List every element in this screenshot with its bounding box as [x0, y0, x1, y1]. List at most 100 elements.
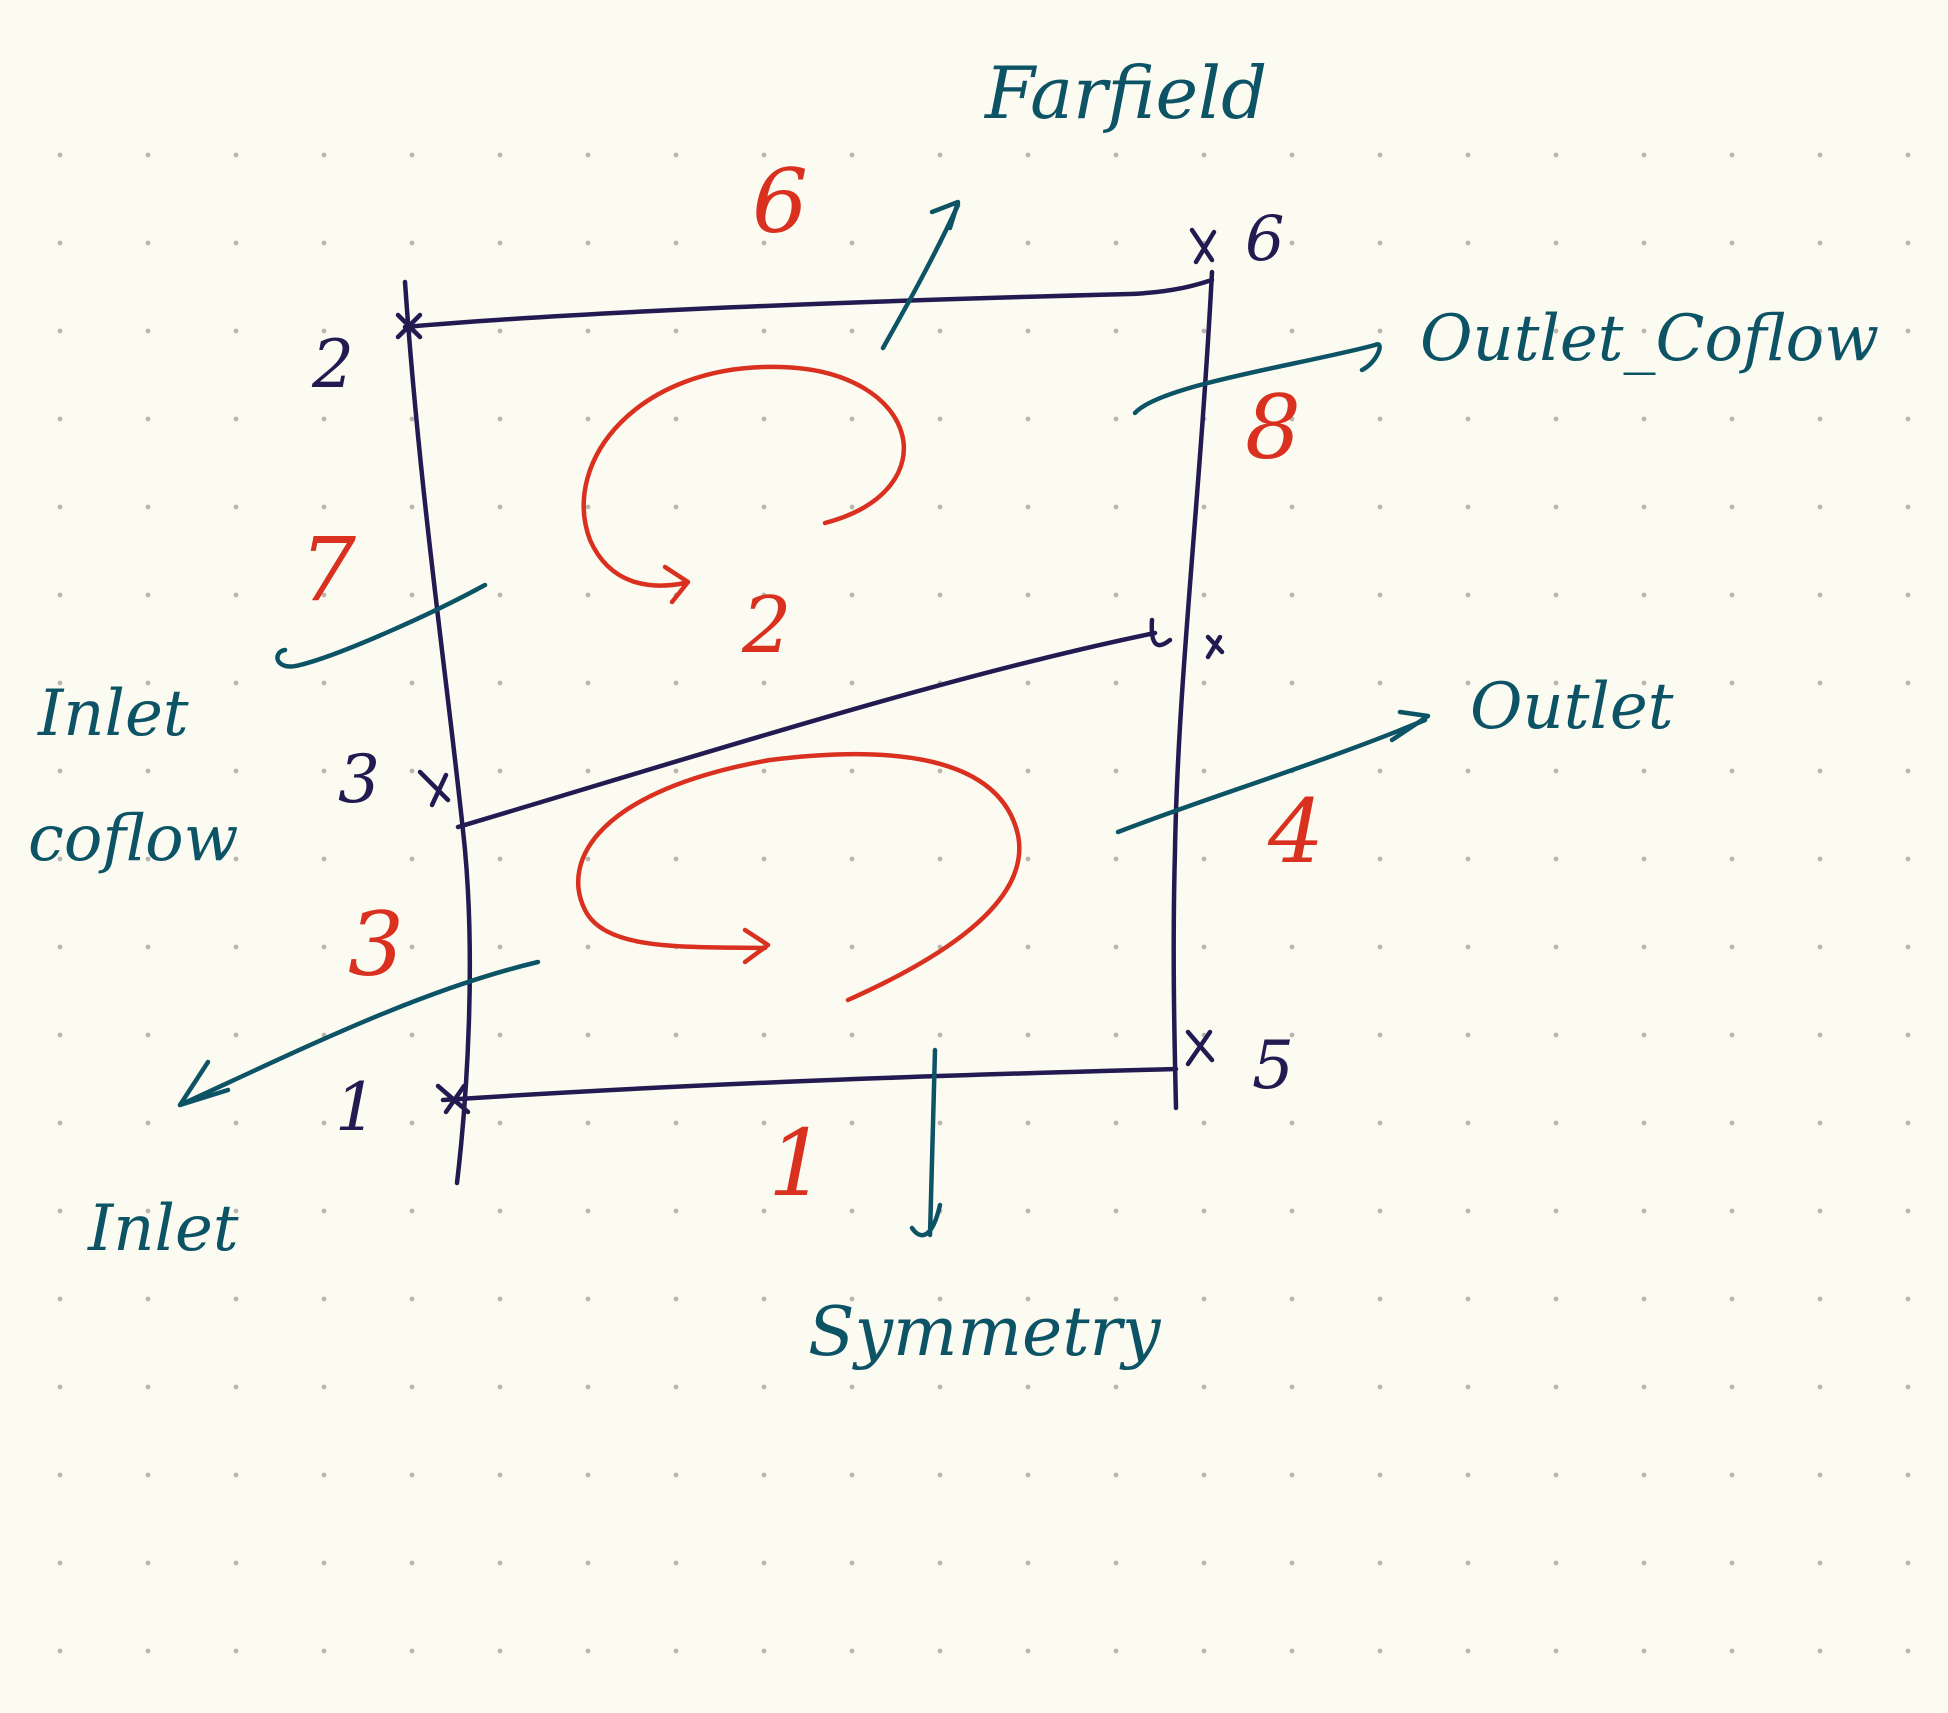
- cross-p3: [417, 769, 451, 808]
- grid-dot: [321, 1120, 327, 1126]
- grid-dot: [1465, 1648, 1471, 1654]
- grid-dot: [1289, 856, 1295, 862]
- grid-dot: [57, 1032, 63, 1038]
- grid-dot: [585, 1296, 591, 1302]
- grid-dot: [145, 1032, 151, 1038]
- grid-dot: [57, 680, 63, 686]
- grid-dot: [673, 1208, 679, 1214]
- grid-dot: [1905, 768, 1911, 774]
- inlet-arrowhead: [177, 1059, 231, 1108]
- grid-dot: [849, 416, 855, 422]
- grid-dot: [585, 856, 591, 862]
- grid-dot: [1289, 680, 1295, 686]
- grid-dot: [321, 592, 327, 598]
- grid-dot: [673, 1032, 679, 1038]
- label-inlet-coflow-line1: Inlet: [37, 677, 189, 751]
- grid-dot: [1465, 1472, 1471, 1478]
- swirl-upper: [581, 364, 906, 588]
- grid-dot: [1289, 504, 1295, 510]
- grid-dot: [1025, 1384, 1031, 1390]
- grid-dot: [1465, 768, 1471, 774]
- grid-dot: [849, 1296, 855, 1302]
- cross-p6: [1189, 227, 1217, 265]
- grid-dot: [1729, 1648, 1735, 1654]
- grid-dot: [937, 1560, 943, 1566]
- grid-dot: [1729, 592, 1735, 598]
- grid-dot: [1025, 504, 1031, 510]
- grid-dot: [497, 680, 503, 686]
- grid-dot: [409, 592, 415, 598]
- grid-dot: [585, 1472, 591, 1478]
- grid-dot: [1113, 1208, 1119, 1214]
- grid-dot: [585, 416, 591, 422]
- inlet-coflow-pointer: [275, 582, 488, 669]
- grid-dot: [1201, 1296, 1207, 1302]
- grid-dot: [673, 504, 679, 510]
- grid-dot: [1113, 1472, 1119, 1478]
- grid-dot: [1201, 680, 1207, 686]
- grid-dot: [321, 1296, 327, 1302]
- grid-dot: [1465, 680, 1471, 686]
- grid-dot: [1641, 768, 1647, 774]
- grid-dot: [409, 240, 415, 246]
- grid-dot: [1465, 856, 1471, 862]
- grid-dot: [1641, 1648, 1647, 1654]
- cross-p4: [1149, 617, 1225, 660]
- grid-dot: [1553, 1384, 1559, 1390]
- edge-label-4: 4: [1267, 780, 1324, 883]
- grid-dot: [57, 1384, 63, 1390]
- grid-dot: [145, 1208, 151, 1214]
- grid-dot: [57, 944, 63, 950]
- grid-dot: [1641, 592, 1647, 598]
- grid-dot: [497, 1648, 503, 1654]
- grid-dot: [1377, 1472, 1383, 1478]
- grid-dot: [585, 1560, 591, 1566]
- grid-dot: [849, 1120, 855, 1126]
- grid-dot: [1465, 1032, 1471, 1038]
- grid-dot: [585, 1120, 591, 1126]
- grid-dot: [145, 944, 151, 950]
- grid-dot: [937, 1296, 943, 1302]
- grid-dot: [145, 1648, 151, 1654]
- grid-dot: [1377, 856, 1383, 862]
- grid-dot: [1377, 768, 1383, 774]
- block-swirls: [575, 364, 1022, 1003]
- grid-dot: [1465, 504, 1471, 510]
- grid-dot: [1289, 592, 1295, 598]
- grid-dot: [1641, 328, 1647, 334]
- grid-dot: [1905, 504, 1911, 510]
- edge-label-3: 3: [348, 893, 404, 996]
- grid-dot: [585, 944, 591, 950]
- grid-dot: [849, 240, 855, 246]
- grid-dot: [1817, 1384, 1823, 1390]
- grid-dot: [1817, 504, 1823, 510]
- grid-dot: [937, 856, 943, 862]
- grid-dot: [937, 1032, 943, 1038]
- grid-dot: [1377, 1296, 1383, 1302]
- grid-dot: [1289, 1384, 1295, 1390]
- grid-dot: [1377, 1648, 1383, 1654]
- grid-dot: [497, 1032, 503, 1038]
- grid-dot: [1201, 592, 1207, 598]
- grid-dot: [321, 1560, 327, 1566]
- grid-dot: [1729, 1120, 1735, 1126]
- grid-dot: [585, 1032, 591, 1038]
- grid-dot: [1377, 1208, 1383, 1214]
- grid-dot: [761, 1296, 767, 1302]
- grid-dot: [1905, 1208, 1911, 1214]
- grid-dot: [1905, 680, 1911, 686]
- grid-dot: [1465, 152, 1471, 158]
- grid-dot: [1113, 328, 1119, 334]
- grid-dot: [57, 240, 63, 246]
- grid-dot: [1025, 416, 1031, 422]
- grid-dot: [1377, 1560, 1383, 1566]
- grid-dot: [1553, 1296, 1559, 1302]
- grid-dot: [409, 1296, 415, 1302]
- grid-dot: [849, 592, 855, 598]
- grid-dot: [1553, 240, 1559, 246]
- grid-dot: [849, 680, 855, 686]
- grid-dot: [1641, 1472, 1647, 1478]
- grid-dot: [1201, 1384, 1207, 1390]
- grid-dot: [1817, 1560, 1823, 1566]
- grid-dot: [1817, 1120, 1823, 1126]
